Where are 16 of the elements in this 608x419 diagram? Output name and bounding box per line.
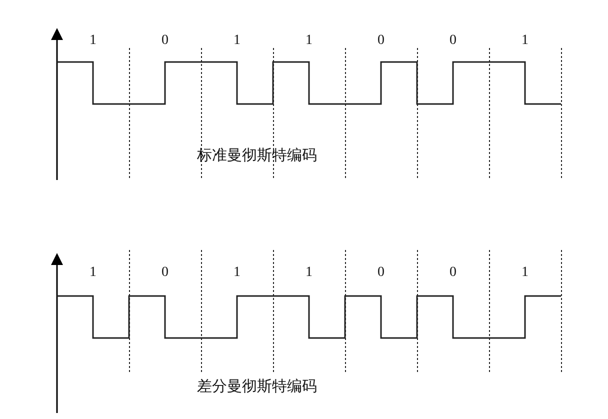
bit-label: 1	[234, 266, 240, 280]
bit-label: 1	[90, 34, 96, 48]
bit-label: 0	[162, 34, 168, 48]
bit-label: 0	[378, 266, 384, 280]
bit-label: 0	[162, 266, 168, 280]
bit-label: 0	[378, 34, 384, 48]
bit-label: 1	[306, 34, 312, 48]
waveform-caption: 标准曼彻斯特编码	[197, 148, 317, 163]
waveform-caption: 差分曼彻斯特编码	[197, 379, 317, 394]
bit-label: 1	[90, 266, 96, 280]
bit-label: 1	[306, 266, 312, 280]
bit-label: 1	[522, 34, 528, 48]
bit-label: 1	[522, 266, 528, 280]
bit-label: 0	[450, 34, 456, 48]
bit-label: 1	[234, 34, 240, 48]
bit-label: 0	[450, 266, 456, 280]
